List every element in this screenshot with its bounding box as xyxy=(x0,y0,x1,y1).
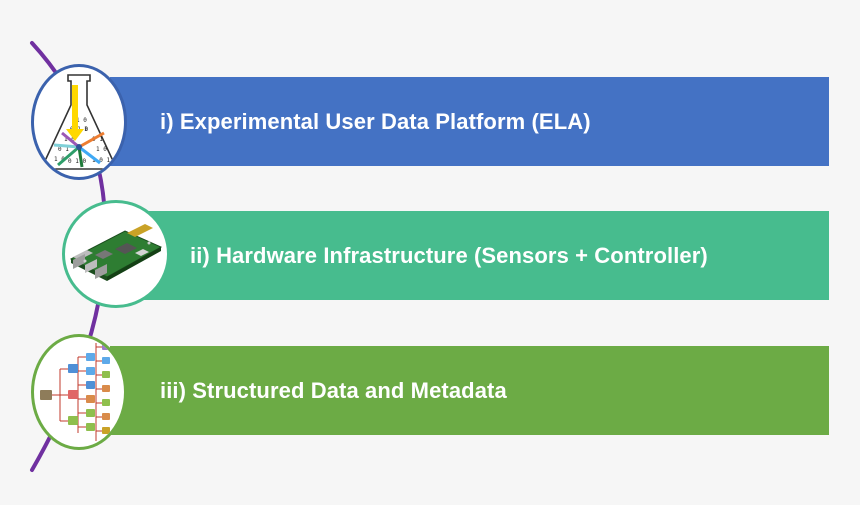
svg-text:1 0: 1 0 xyxy=(96,146,107,153)
step-1-label: i) Experimental User Data Platform (ELA) xyxy=(160,108,591,134)
step-3-badge xyxy=(31,334,127,450)
step-2-badge xyxy=(62,200,170,308)
step-2-label: ii) Hardware Infrastructure (Sensors + C… xyxy=(190,242,708,268)
svg-text:0 1: 0 1 xyxy=(92,136,103,143)
circuit-board-icon xyxy=(69,224,163,281)
flask-arrows-icon: 1 0 0 1 0 1 1 0 0 1 0 1 1 0 1 0 0 1 0 1 … xyxy=(42,74,116,170)
svg-text:0 1 0: 0 1 0 xyxy=(68,158,86,165)
step-1-band: i) Experimental User Data Platform (ELA) xyxy=(110,77,829,166)
step-3-label: iii) Structured Data and Metadata xyxy=(160,377,507,403)
step-3-band: iii) Structured Data and Metadata xyxy=(110,346,829,435)
svg-text:1 0: 1 0 xyxy=(54,156,65,163)
step-1-badge: 1 0 0 1 0 1 1 0 0 1 0 1 1 0 1 0 0 1 0 1 … xyxy=(31,64,127,180)
step-2-band: ii) Hardware Infrastructure (Sensors + C… xyxy=(110,211,829,300)
svg-text:1 0: 1 0 xyxy=(76,117,87,124)
svg-text:0 1: 0 1 xyxy=(58,146,69,153)
folder-tree-icon xyxy=(40,343,110,441)
svg-text:1: 1 xyxy=(84,126,88,133)
svg-text:1 0 1: 1 0 1 xyxy=(92,157,110,164)
